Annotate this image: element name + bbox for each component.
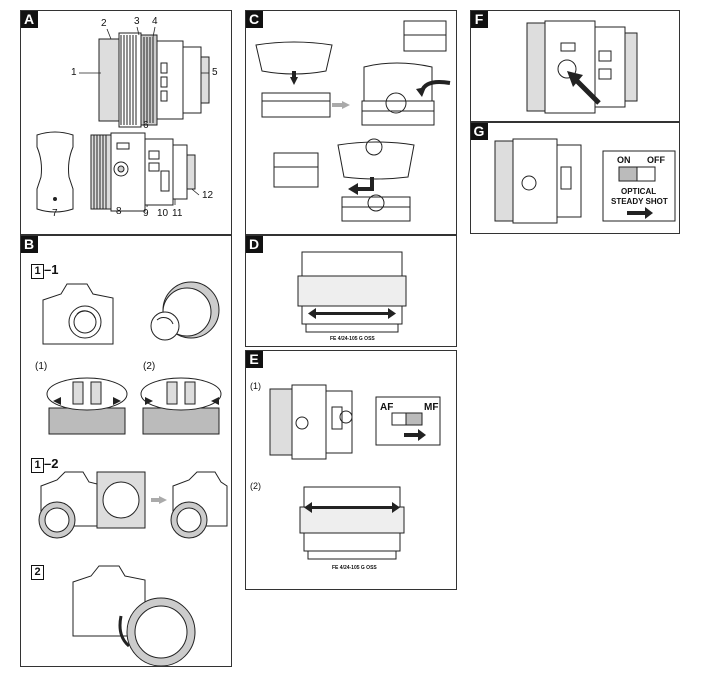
panel-a-drawing bbox=[36, 26, 210, 213]
zoom-inset-bottom bbox=[273, 152, 319, 188]
step-2-label: 2 bbox=[31, 563, 44, 580]
oss-switch-box bbox=[602, 150, 676, 222]
step-2-box: 2 bbox=[31, 565, 44, 580]
step-1-box-2: 1 bbox=[31, 458, 44, 473]
mf-label: MF bbox=[424, 402, 439, 413]
lens-model-label-d: FE 4/24-105 G OSS bbox=[330, 336, 375, 342]
panel-g: G ON OFF OPTICAL STEADY SHOT bbox=[470, 122, 680, 234]
panel-f-badge: F bbox=[471, 11, 488, 28]
callout-12: 12 bbox=[202, 190, 214, 201]
step-1-2-suffix: –2 bbox=[44, 456, 59, 471]
lens-model-label-e: FE 4/24-105 G OSS bbox=[332, 565, 377, 571]
sub-step-2: (2) bbox=[143, 361, 156, 372]
lens-hood bbox=[36, 131, 74, 213]
callout-11: 11 bbox=[172, 208, 183, 219]
oss-off-label: OFF bbox=[647, 155, 665, 165]
panel-b: B 1–1 1–2 2 (1) (2) bbox=[20, 235, 232, 667]
panel-d-drawing bbox=[297, 251, 407, 333]
panel-e: E (1) (2) AF MF FE 4/24- bbox=[245, 350, 457, 590]
callout-1: 1 bbox=[71, 67, 77, 78]
panel-a-badge: A bbox=[21, 11, 38, 28]
panel-d: D FE 4/24-105 G OSS bbox=[245, 235, 457, 347]
camera-body-cap-illustration bbox=[42, 283, 114, 345]
e-sub-2: (2) bbox=[250, 481, 261, 491]
e-sub-1: (1) bbox=[250, 381, 261, 391]
lens-cap-press-2 bbox=[140, 377, 222, 435]
panel-g-badge: G bbox=[471, 123, 488, 140]
oss-on-label: ON bbox=[617, 155, 631, 165]
hood-lower bbox=[337, 141, 415, 180]
panel-b-badge: B bbox=[21, 236, 38, 253]
callout-7: 7 bbox=[52, 208, 58, 219]
callout-3: 3 bbox=[134, 16, 140, 27]
panel-a: A bbox=[20, 10, 232, 235]
panel-g-drawing bbox=[494, 138, 676, 224]
af-label: AF bbox=[380, 402, 394, 413]
panel-e-drawing bbox=[269, 384, 441, 560]
panel-c-badge: C bbox=[246, 11, 263, 28]
sub-step-1: (1) bbox=[35, 361, 48, 372]
rotate-lens-illustration bbox=[72, 565, 196, 666]
lens-side-view-top bbox=[98, 32, 210, 128]
lens-front-left bbox=[261, 92, 331, 118]
callout-6: 6 bbox=[143, 120, 149, 131]
hood-attached-right bbox=[363, 62, 433, 102]
lens-rear-cap-illustration bbox=[150, 281, 220, 341]
mounting-illustration bbox=[38, 471, 228, 539]
step-1-1-suffix: –1 bbox=[44, 262, 59, 277]
panel-d-badge: D bbox=[246, 236, 263, 253]
step-1-1-label: 1–1 bbox=[31, 262, 58, 279]
panel-f: F bbox=[470, 10, 680, 122]
step-1-2-label: 1–2 bbox=[31, 456, 58, 473]
panel-b-drawing bbox=[38, 281, 228, 666]
panel-f-drawing bbox=[526, 20, 638, 114]
zoom-inset-top bbox=[403, 20, 447, 52]
oss-label-line2: STEADY SHOT bbox=[611, 197, 668, 206]
lens-side-view-bottom bbox=[90, 132, 196, 212]
callout-8: 8 bbox=[116, 206, 122, 217]
callout-9: 9 bbox=[143, 208, 149, 219]
panel-c-drawing bbox=[255, 20, 451, 222]
panel-c: C bbox=[245, 10, 457, 235]
callout-4: 4 bbox=[152, 16, 158, 27]
step-1-box: 1 bbox=[31, 264, 44, 279]
oss-label-line1: OPTICAL bbox=[621, 187, 657, 196]
panel-e-badge: E bbox=[246, 351, 263, 368]
callout-5: 5 bbox=[212, 67, 218, 78]
callout-10: 10 bbox=[157, 208, 169, 219]
callout-2: 2 bbox=[101, 18, 107, 29]
lens-cap-press-1 bbox=[46, 377, 128, 435]
hood-top-left bbox=[255, 41, 333, 75]
